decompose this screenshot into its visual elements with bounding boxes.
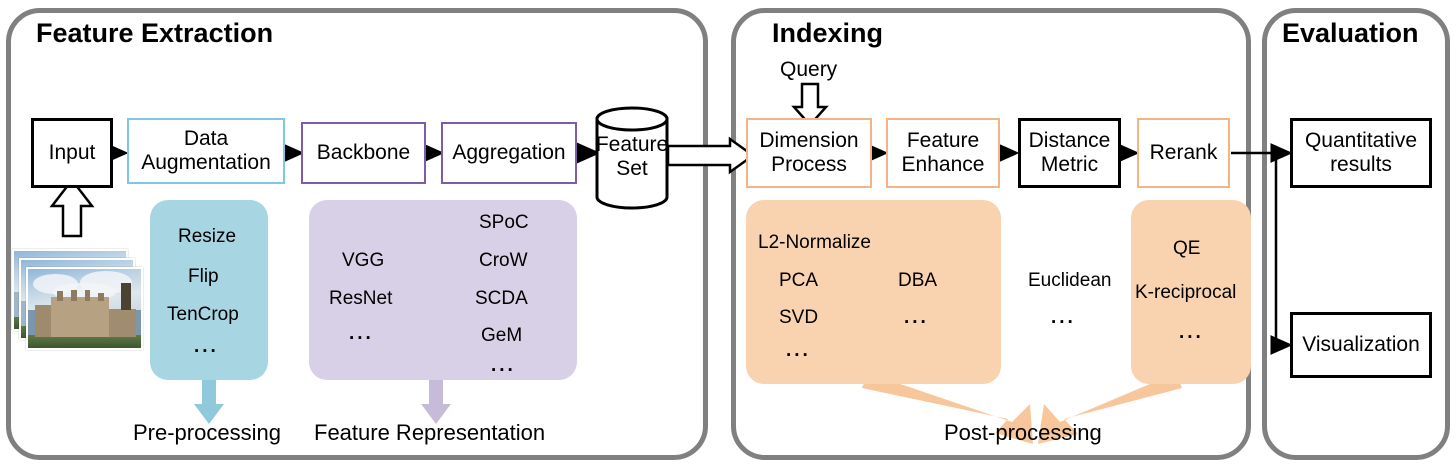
node-dimension-process-line2: Process <box>771 153 847 176</box>
node-quantitative-results[interactable]: Quantitative results <box>1290 118 1432 188</box>
distance-item-0: Euclidean <box>1028 270 1112 291</box>
distance-item-1: ... <box>1051 307 1076 328</box>
panel-title-indexing: Indexing <box>772 18 884 48</box>
node-distance-metric-line1: Distance <box>1028 129 1111 153</box>
rerank-item-1: K-reciprocal <box>1135 282 1237 303</box>
feature-set-line1: Feature <box>595 133 669 157</box>
representation-right-2: SCDA <box>475 288 528 309</box>
panel-title-feature-extraction: Feature Extraction <box>36 18 274 48</box>
node-visualization[interactable]: Visualization <box>1290 312 1432 378</box>
node-backbone[interactable]: Backbone <box>301 122 426 184</box>
caption-feature-representation: Feature Representation <box>314 420 546 445</box>
blob-rerank: QE K-reciprocal ... <box>1131 200 1251 384</box>
dimension-left-2: SVD <box>779 307 819 328</box>
node-dimension-process-line1: Dimension <box>759 129 859 153</box>
input-photo-front <box>26 267 143 350</box>
node-quantitative-line1: Quantitative <box>1304 129 1418 153</box>
distance-items-group: Euclidean ... <box>1018 200 1128 384</box>
node-feature-enhance-line1: Feature <box>906 129 980 153</box>
dimension-left-1: PCA <box>779 270 819 291</box>
panel-evaluation <box>1262 8 1450 460</box>
query-label: Query <box>780 58 838 81</box>
node-data-augmentation-line2: Augmentation <box>141 151 271 174</box>
node-feature-set-label[interactable]: Feature Set <box>595 122 669 192</box>
node-distance-metric-line2: Metric <box>1040 153 1099 176</box>
node-data-augmentation-line1: Data <box>183 127 229 151</box>
caption-post-processing: Post-processing <box>944 420 1102 445</box>
node-aggregation[interactable]: Aggregation <box>441 122 577 184</box>
dimension-right-1: ... <box>904 307 929 328</box>
preprocessing-item-0: Resize <box>178 226 237 247</box>
dimension-left-0: L2-Normalize <box>758 232 871 253</box>
preprocessing-item-2: TenCrop <box>167 304 239 325</box>
node-dimension-process[interactable]: Dimension Process <box>746 118 872 188</box>
preprocessing-item-1: Flip <box>188 266 219 287</box>
caption-preprocessing: Pre-processing <box>133 420 281 445</box>
blob-feature-representation: VGG ResNet ... SPoC CroW SCDA GeM ... <box>309 200 577 380</box>
node-rerank[interactable]: Rerank <box>1137 118 1230 188</box>
node-feature-enhance-line2: Enhance <box>901 153 985 176</box>
representation-right-3: GeM <box>481 325 523 346</box>
dimension-right-0: DBA <box>898 270 938 291</box>
representation-left-0: VGG <box>342 250 385 271</box>
panel-title-evaluation: Evaluation <box>1282 18 1419 48</box>
representation-right-4: ... <box>491 355 516 376</box>
feature-set-line2: Set <box>616 157 648 180</box>
node-distance-metric[interactable]: Distance Metric <box>1018 118 1121 188</box>
preprocessing-item-3: ... <box>194 336 219 357</box>
node-feature-enhance[interactable]: Feature Enhance <box>886 118 1000 188</box>
blob-preprocessing: Resize Flip TenCrop ... <box>150 200 268 380</box>
representation-left-1: ResNet <box>329 288 393 309</box>
rerank-item-0: QE <box>1173 238 1201 259</box>
rerank-item-2: ... <box>1179 322 1204 343</box>
dimension-left-3: ... <box>786 340 811 361</box>
blob-dimension-process: L2-Normalize PCA SVD ... DBA ... <box>746 200 1001 384</box>
representation-right-1: CroW <box>479 250 528 271</box>
representation-right-0: SPoC <box>479 212 529 233</box>
node-input[interactable]: Input <box>31 118 113 188</box>
node-data-augmentation[interactable]: Data Augmentation <box>127 118 285 184</box>
representation-left-2: ... <box>349 323 374 344</box>
node-quantitative-line2: results <box>1330 153 1392 176</box>
